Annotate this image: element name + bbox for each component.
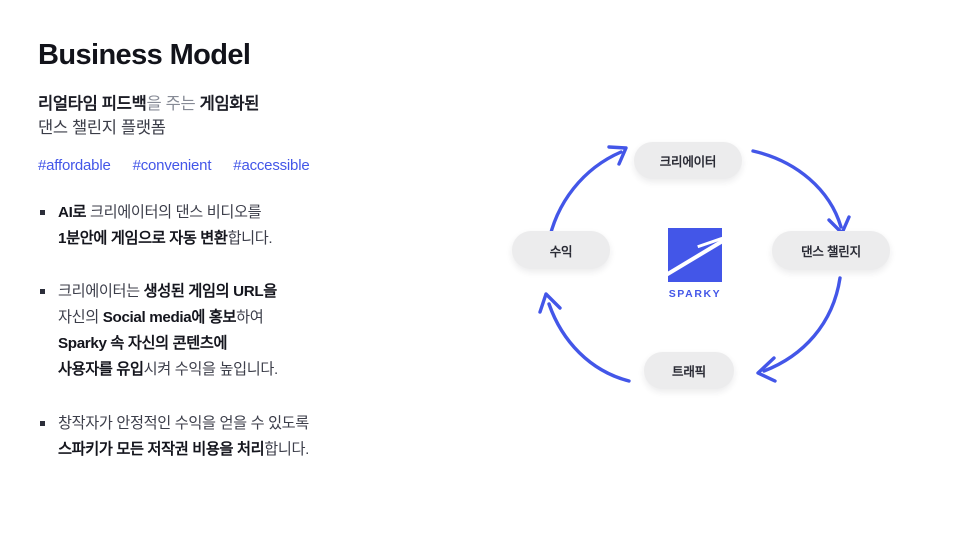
bullet-line: AI로 크리에이터의 댄스 비디오를 (58, 200, 468, 226)
left-content-column: Business Model 리얼타임 피드백을 주는 게임화된 댄스 챌린지 … (38, 39, 468, 463)
diagram-node-creator[interactable]: 크리에이터 (634, 142, 742, 179)
diagram-node-revenue[interactable]: 수익 (512, 231, 610, 269)
hashtag-affordable: #affordable (38, 156, 111, 174)
subtitle-emphasis-1: 리얼타임 피드백 (38, 94, 147, 113)
arrow-creator-to-dance (751, 149, 851, 235)
bullet-text-strong: Social media에 홍보 (102, 309, 237, 327)
bullet-text-strong: 생성된 게임의 URL을 (143, 282, 278, 300)
bullet-text-strong: 사용자를 유입 (58, 361, 144, 379)
diagram-node-traffic[interactable]: 트래픽 (644, 352, 734, 389)
diagram-node-dance-challenge[interactable]: 댄스 챌린지 (772, 231, 890, 270)
sparky-logo-mark-icon (668, 228, 722, 282)
hashtag-accessible: #accessible (233, 156, 310, 174)
bullet-text-regular: 자신의 (58, 309, 103, 327)
bullet-text-strong: 스파키가 모든 저작권 비용을 처리 (58, 440, 265, 458)
bullet-line: 창작자가 안정적인 수익을 얻을 수 있도록 (58, 411, 468, 437)
bullet-text-regular: 크리에이터의 댄스 비디오를 (86, 203, 262, 221)
bullet-text-regular: 크리에이터는 (58, 282, 144, 300)
hashtag-row: #affordable #convenient #accessible (38, 157, 468, 174)
sparky-logo: SPARKY (664, 228, 726, 300)
arrow-traffic-to-revenue (538, 292, 631, 383)
bullet-line: 크리에이터는 생성된 게임의 URL을 (58, 279, 468, 305)
bullet-text-regular: 합니다. (264, 440, 309, 458)
bullet-marker-icon (40, 288, 45, 294)
bullet-line: 사용자를 유입시켜 수익을 높입니다. (58, 357, 468, 383)
subtitle-connector: 을 주는 (146, 94, 200, 113)
bullet-text-regular: 시켜 수익을 높입니다. (143, 361, 279, 379)
arrow-dance-to-traffic (756, 276, 842, 383)
bullet-text-strong: Sparky 속 자신의 콘텐츠에 (58, 335, 228, 353)
bullet-line: 1분안에 게임으로 자동 변환합니다. (58, 226, 468, 252)
bullet-text-strong: AI로 (58, 203, 87, 221)
hashtag-convenient: #convenient (132, 156, 212, 174)
sparky-wordmark: SPARKY (668, 288, 722, 300)
subtitle-emphasis-2: 게임화된 (199, 94, 260, 113)
bullet-line: Sparky 속 자신의 콘텐츠에 (58, 331, 468, 357)
bullet-text-regular: 창작자가 안정적인 수익을 얻을 수 있도록 (58, 414, 309, 432)
page-title: Business Model (38, 39, 251, 71)
bullet-line: 자신의 Social media에 홍보하여 (58, 305, 468, 331)
bullet-text-strong: 1분안에 게임으로 자동 변환 (58, 229, 228, 247)
bullet-marker-icon (40, 420, 45, 426)
bullet-text-regular: 하여 (236, 309, 264, 327)
bullet-marker-icon (40, 209, 45, 215)
bullet-line: 스파키가 모든 저작권 비용을 처리합니다. (58, 437, 468, 463)
subtitle-block: 리얼타임 피드백을 주는 게임화된 댄스 챌린지 플랫폼 (38, 92, 468, 141)
subtitle-line-1: 리얼타임 피드백을 주는 게임화된 (38, 92, 468, 116)
logo-slash-primary (668, 237, 722, 277)
bullet-text-regular: 합니다. (227, 229, 273, 247)
business-cycle-diagram: 크리에이터 댄스 챌린지 트래픽 수익 SPARKY (492, 128, 942, 418)
subtitle-line-2: 댄스 챌린지 플랫폼 (38, 119, 166, 138)
